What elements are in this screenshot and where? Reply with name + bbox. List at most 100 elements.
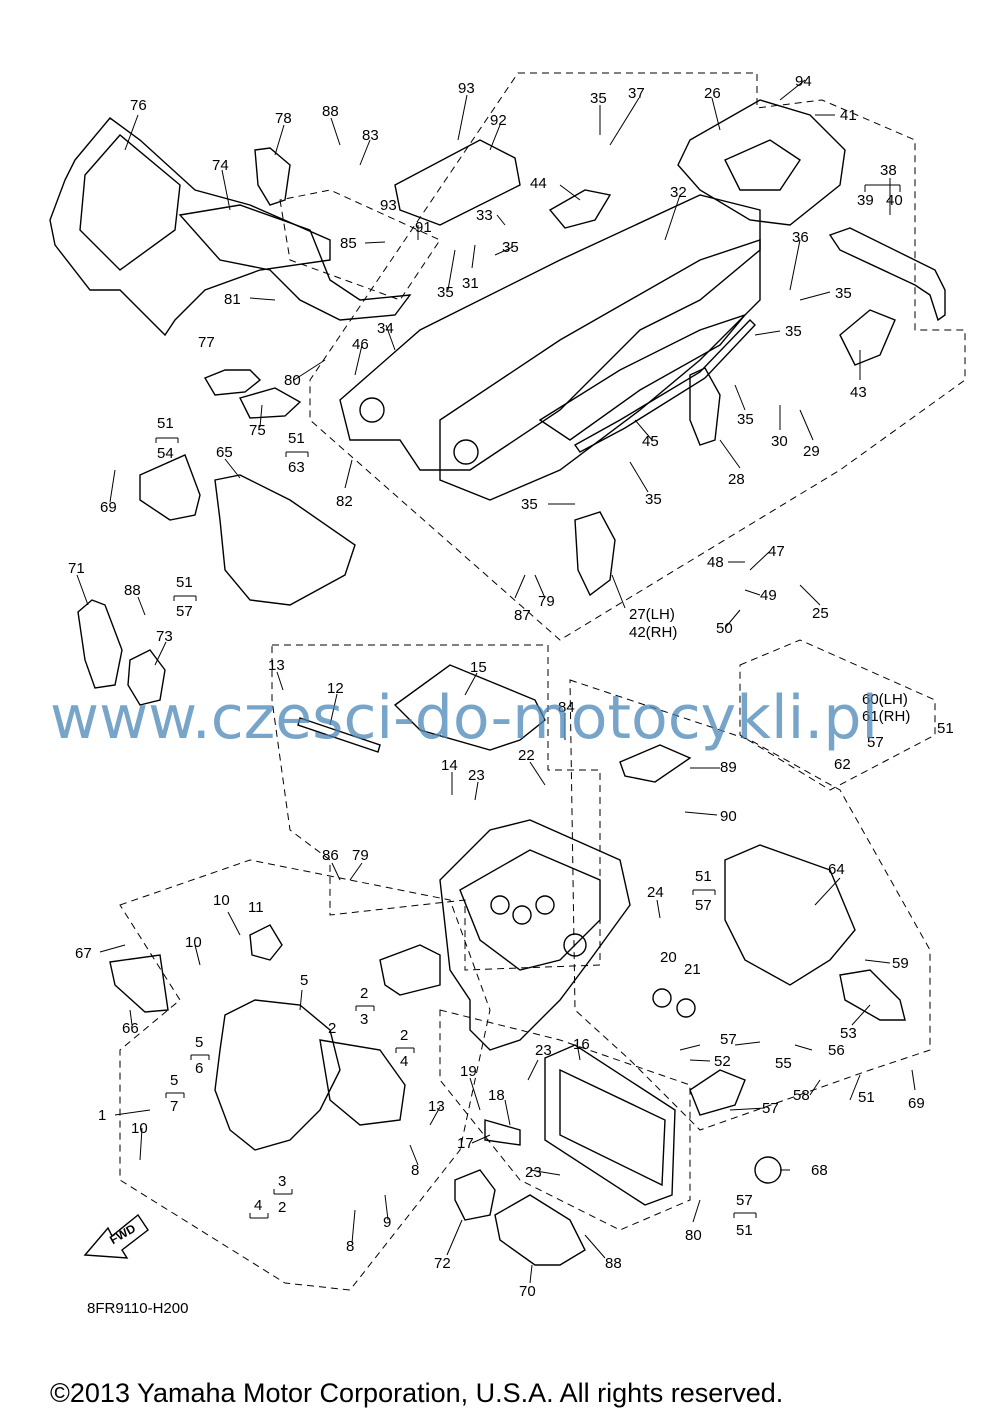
callout-36: 36 — [792, 229, 809, 246]
callout-10: 10 — [213, 892, 230, 909]
callout-69: 69 — [908, 1095, 925, 1112]
callout-93: 93 — [458, 80, 475, 97]
callout-6: 6 — [195, 1060, 203, 1077]
callout-51: 51 — [736, 1222, 753, 1239]
callout-5: 5 — [170, 1072, 178, 1089]
callout-20: 20 — [660, 949, 677, 966]
pipe-17 — [484, 1119, 521, 1146]
callout-40: 40 — [886, 192, 903, 209]
callout-87: 87 — [514, 607, 531, 624]
cover-72 — [454, 1169, 496, 1221]
callout-80: 80 — [685, 1227, 702, 1244]
callout-58: 58 — [793, 1087, 810, 1104]
callout-8: 8 — [411, 1162, 419, 1179]
callout-29: 29 — [803, 443, 820, 460]
callout-7: 7 — [170, 1098, 178, 1115]
callout-90: 90 — [720, 808, 737, 825]
bracket-53 — [839, 969, 906, 1021]
callout-25: 25 — [812, 605, 829, 622]
callout-91: 91 — [415, 219, 432, 236]
callout-76: 76 — [130, 97, 147, 114]
pad-75 — [238, 387, 302, 419]
callout-49: 49 — [760, 587, 777, 604]
engine-mount-hole — [490, 895, 510, 915]
callout-51: 51 — [288, 430, 305, 447]
callout-81: 81 — [224, 291, 241, 308]
frame-hole — [359, 397, 385, 423]
front-cowl — [49, 117, 331, 337]
callout-60-lh: 60(LH) — [862, 691, 908, 708]
callout-38: 38 — [880, 162, 897, 179]
handle-bar-38 — [828, 227, 946, 322]
callout-23: 23 — [535, 1042, 552, 1059]
callout-93: 93 — [380, 197, 397, 214]
callout-56: 56 — [828, 1042, 845, 1059]
upper-bracket — [178, 204, 412, 321]
callout-14: 14 — [441, 757, 458, 774]
callout-73: 73 — [156, 628, 173, 645]
callout-65: 65 — [216, 444, 233, 461]
callout-79: 79 — [352, 847, 369, 864]
callout-57: 57 — [176, 603, 193, 620]
callout-84: 84 — [558, 699, 575, 716]
callout-8: 8 — [346, 1238, 354, 1255]
callout-70: 70 — [519, 1283, 536, 1300]
callout-13: 13 — [268, 657, 285, 674]
boundary-center-plate — [271, 644, 601, 971]
callout-4: 4 — [254, 1197, 262, 1214]
bumper-65 — [214, 474, 356, 606]
callout-45: 45 — [642, 433, 659, 450]
callout-51: 51 — [858, 1089, 875, 1106]
callout-82: 82 — [336, 493, 353, 510]
copyright-notice: ©2013 Yamaha Motor Corporation, U.S.A. A… — [50, 1378, 783, 1408]
bearing-20 — [652, 988, 672, 1008]
callout-61-rh: 61(RH) — [862, 708, 910, 725]
callout-2: 2 — [278, 1199, 286, 1216]
callout-42-rh: 42(RH) — [629, 624, 677, 641]
bracket-78 — [254, 147, 291, 206]
callout-26: 26 — [704, 85, 721, 102]
callout-35: 35 — [785, 323, 802, 340]
callout-30: 30 — [771, 433, 788, 450]
radiator-16 — [544, 1044, 676, 1206]
callout-23: 23 — [525, 1164, 542, 1181]
callout-35: 35 — [737, 411, 754, 428]
callout-35: 35 — [502, 239, 519, 256]
callout-51: 51 — [937, 720, 954, 737]
callout-10: 10 — [131, 1120, 148, 1137]
step-plate-44 — [548, 189, 612, 229]
callout-15: 15 — [470, 659, 487, 676]
plate-26 — [677, 99, 846, 226]
bracket-27-42 — [574, 511, 616, 597]
callout-68: 68 — [811, 1162, 828, 1179]
callout-69: 69 — [100, 499, 117, 516]
top-plate-92 — [394, 139, 521, 226]
plate-26-window — [724, 139, 801, 191]
callout-41: 41 — [840, 107, 857, 124]
callout-59: 59 — [892, 955, 909, 972]
front-cowl-inner — [79, 134, 181, 271]
guard-71 — [77, 599, 123, 689]
callout-3: 3 — [278, 1173, 286, 1190]
callout-2: 2 — [400, 1027, 408, 1044]
parts — [49, 99, 946, 1266]
callout-64: 64 — [828, 861, 845, 878]
callout-27-lh: 27(LH) — [629, 606, 675, 623]
callout-13: 13 — [428, 1098, 445, 1115]
bracket-28 — [689, 367, 721, 446]
callout-10: 10 — [185, 934, 202, 951]
plate-15 — [393, 664, 546, 751]
callout-1: 1 — [98, 1107, 106, 1124]
fwd-arrow: FWD — [83, 1213, 149, 1259]
callout-57: 57 — [720, 1031, 737, 1048]
callout-66: 66 — [122, 1020, 139, 1037]
slide-rail — [573, 319, 756, 453]
steering-frame-arm — [319, 1039, 406, 1126]
hub-68 — [754, 1156, 782, 1184]
callout-88: 88 — [605, 1255, 622, 1272]
callout-23: 23 — [468, 767, 485, 784]
callout-34: 34 — [377, 320, 394, 337]
callout-39: 39 — [857, 192, 874, 209]
mount-11 — [249, 924, 283, 961]
callout-24: 24 — [647, 884, 664, 901]
